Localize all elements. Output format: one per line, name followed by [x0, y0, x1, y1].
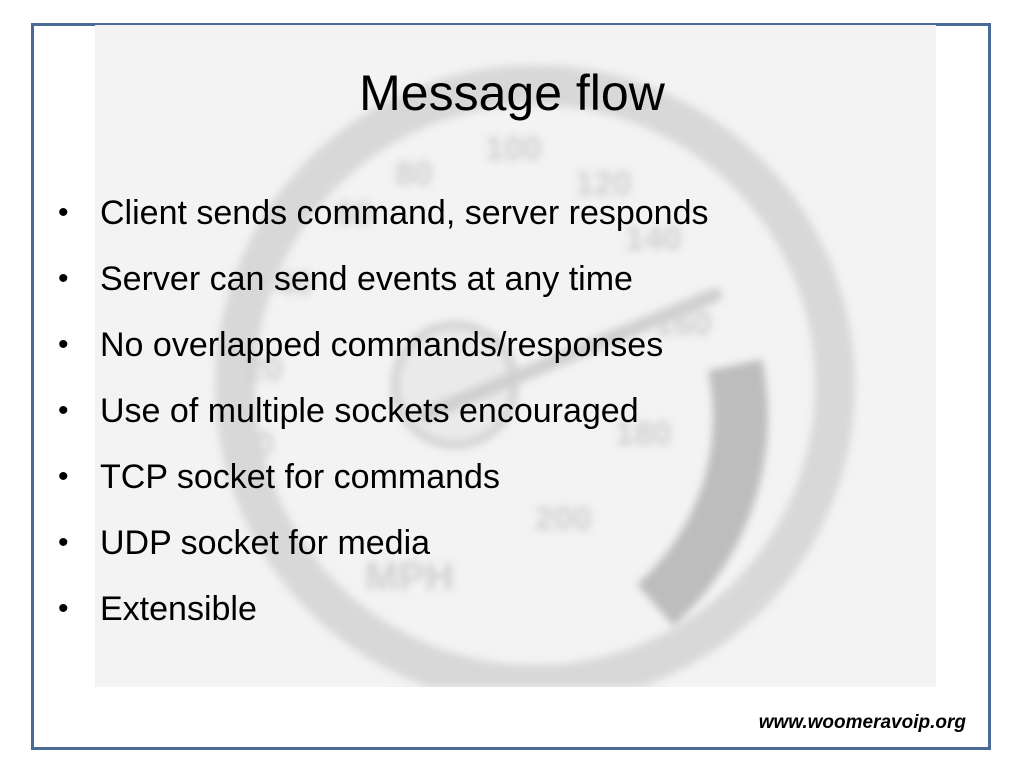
bullet-text: Client sends command, server responds: [100, 194, 709, 232]
bullet-icon: •: [58, 526, 69, 559]
bullet-icon: •: [58, 592, 69, 625]
gauge-label: 20: [245, 350, 283, 388]
gauge-label: 0: [255, 425, 274, 463]
bullet-text: No overlapped commands/responses: [100, 326, 664, 364]
gauge-label: 80: [395, 155, 433, 193]
slide-title: Message flow: [359, 65, 665, 121]
speedometer-icon: 0 20 40 60 80 100 120 140 160 180 200 MP…: [215, 65, 855, 687]
gauge-label: 100: [485, 130, 542, 168]
gauge-label: 40: [275, 265, 313, 303]
footer-url: www.woomeravoip.org: [758, 712, 966, 733]
bullet-icon: •: [58, 262, 69, 295]
speedometer-background: 0 20 40 60 80 100 120 140 160 180 200 MP…: [95, 25, 936, 687]
bullet-text: Use of multiple sockets encouraged: [100, 392, 639, 430]
bullet-text: TCP socket for commands: [100, 458, 500, 496]
gauge-label: 120: [575, 165, 632, 203]
gauge-label: 200: [535, 500, 592, 538]
bullet-icon: •: [58, 196, 69, 229]
bullet-text: Extensible: [100, 590, 257, 628]
gauge-label: 180: [615, 415, 672, 453]
gauge-label: 140: [625, 220, 682, 258]
gauge-label: 60: [335, 195, 373, 233]
bullet-icon: •: [58, 394, 69, 427]
bullet-icon: •: [58, 328, 69, 361]
bullet-icon: •: [58, 460, 69, 493]
bullet-text: UDP socket for media: [100, 524, 431, 562]
gauge-label: 160: [655, 305, 712, 343]
unit-label: MPH: [365, 555, 454, 599]
bullet-text: Server can send events at any time: [100, 260, 633, 298]
